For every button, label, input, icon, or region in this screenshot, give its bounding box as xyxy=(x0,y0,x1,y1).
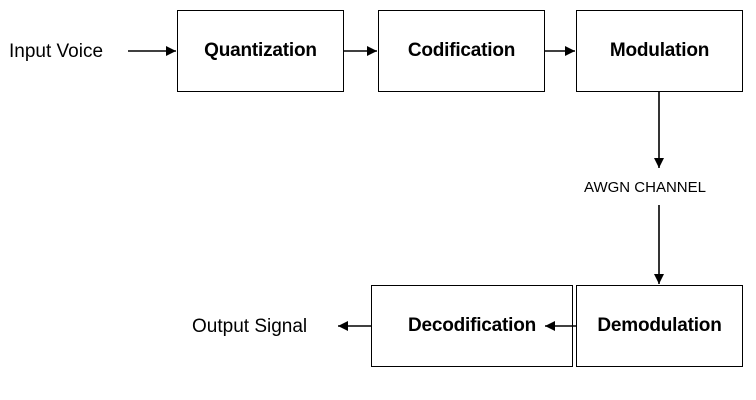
quantization-block: Quantization xyxy=(177,10,344,92)
decodification-block: Decodification xyxy=(371,285,573,367)
codification-block: Codification xyxy=(378,10,545,92)
output-signal-label: Output Signal xyxy=(192,316,308,337)
input-voice-label: Input Voice xyxy=(9,41,104,62)
awgn-channel-label: AWGN CHANNEL xyxy=(584,179,706,196)
demodulation-block: Demodulation xyxy=(576,285,743,367)
modulation-block: Modulation xyxy=(576,10,743,92)
